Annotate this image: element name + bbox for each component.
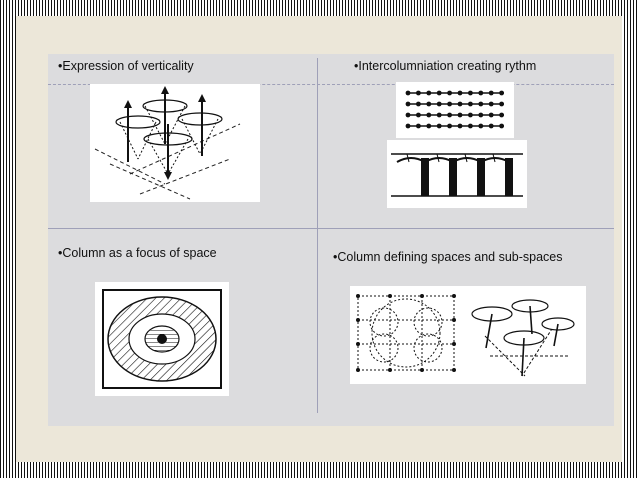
column-dot bbox=[457, 101, 463, 107]
spaces-subspaces-diagram bbox=[350, 286, 586, 384]
column-grid-plan bbox=[396, 82, 514, 138]
column-dot bbox=[468, 112, 473, 118]
column-dot bbox=[499, 123, 504, 129]
column-dot bbox=[447, 123, 452, 129]
column-dot bbox=[488, 112, 494, 118]
column-dot bbox=[426, 101, 432, 107]
column-dot bbox=[426, 123, 432, 129]
caption-intercolumniation: •Intercolumniation creating rythm bbox=[354, 59, 537, 73]
column-dot bbox=[405, 123, 411, 129]
column-dot bbox=[447, 112, 452, 118]
column-dot bbox=[416, 123, 421, 129]
column-dot bbox=[457, 123, 463, 129]
column-dot bbox=[436, 123, 442, 129]
column-dot bbox=[416, 112, 421, 118]
column-dot bbox=[478, 90, 484, 96]
column-dot bbox=[457, 90, 463, 96]
column-dot bbox=[488, 123, 494, 129]
column-dot bbox=[436, 90, 442, 96]
focus-of-space-diagram bbox=[95, 282, 229, 396]
column-dot bbox=[405, 90, 411, 96]
column-dot bbox=[468, 90, 473, 96]
column-dot bbox=[488, 90, 494, 96]
column-dot bbox=[426, 112, 432, 118]
column-dot bbox=[468, 123, 473, 129]
column-dot bbox=[499, 101, 504, 107]
dashed-divider bbox=[48, 84, 614, 85]
column-dot bbox=[499, 112, 504, 118]
column-dot bbox=[499, 90, 504, 96]
column-dot bbox=[416, 90, 421, 96]
column-dot bbox=[457, 112, 463, 118]
column-dot bbox=[405, 112, 411, 118]
column-dot bbox=[405, 101, 411, 107]
caption-spaces-subspaces: •Column defining spaces and sub-spaces bbox=[333, 250, 563, 264]
column-dot bbox=[436, 112, 442, 118]
horizontal-divider bbox=[48, 228, 614, 229]
column-dot bbox=[447, 101, 452, 107]
caption-focus-of-space: •Column as a focus of space bbox=[58, 246, 217, 260]
column-dot bbox=[426, 90, 432, 96]
column-dot bbox=[478, 101, 484, 107]
column-dot bbox=[468, 101, 473, 107]
column-dot bbox=[447, 90, 452, 96]
vertical-divider bbox=[317, 58, 318, 413]
verticality-diagram bbox=[90, 84, 260, 202]
column-dot bbox=[488, 101, 494, 107]
column-dot bbox=[436, 101, 442, 107]
column-dot bbox=[478, 112, 484, 118]
column-dot bbox=[416, 101, 421, 107]
column-dot bbox=[478, 123, 484, 129]
arcade-elevation bbox=[387, 140, 527, 208]
caption-verticality: •Expression of verticality bbox=[58, 59, 194, 73]
